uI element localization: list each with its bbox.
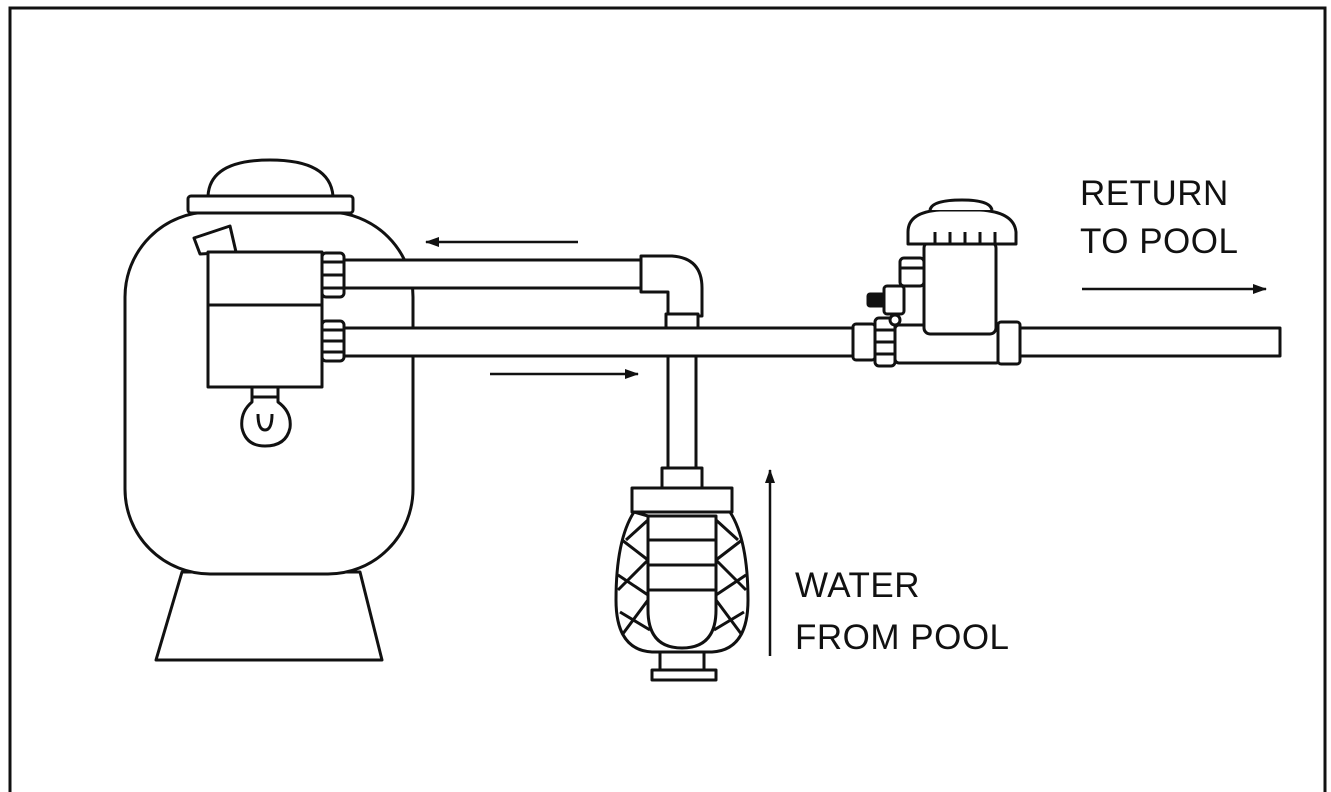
return-label-line1: RETURN: [1080, 174, 1229, 213]
water-label-line1: WATER: [795, 566, 920, 605]
drain-plug: [240, 395, 292, 448]
pipework: [342, 254, 1282, 472]
filter-lid-ring: [186, 194, 355, 215]
chlorinator: [851, 198, 1022, 368]
upper-pipe: [342, 258, 646, 290]
filter-dome: [206, 158, 335, 198]
strainer-basket: [646, 514, 718, 650]
return-label-line2: TO POOL: [1080, 222, 1239, 261]
pipe-elbow: [639, 254, 704, 318]
return-pipe: [342, 326, 856, 358]
sand-filter: [123, 158, 415, 662]
outlet-pipe: [1016, 326, 1282, 358]
strainer-lid: [630, 486, 734, 514]
chlorinator-canister: [922, 240, 998, 336]
chlorinator-dial: [898, 256, 926, 288]
chlorinator-cap: [906, 208, 1018, 246]
water-label-line2: FROM POOL: [795, 618, 1010, 657]
multiport-valve: [206, 250, 324, 389]
pump-strainer: [614, 466, 750, 682]
filter-stand: [154, 570, 384, 662]
